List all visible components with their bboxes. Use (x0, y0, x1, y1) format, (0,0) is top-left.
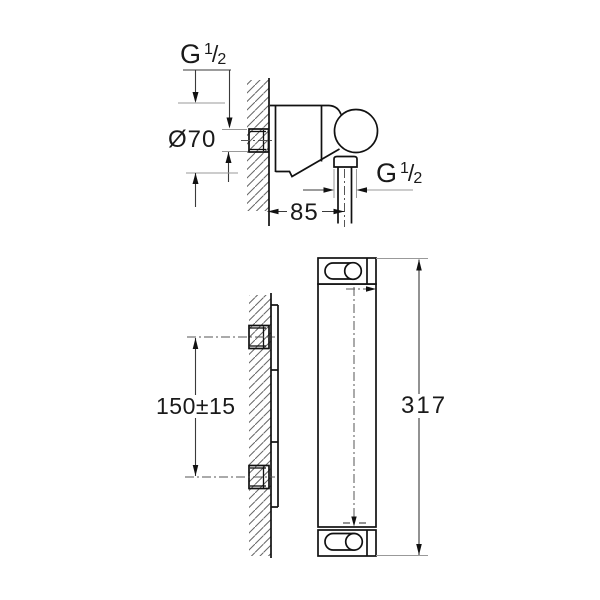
dimension-150-label: 150±15 (153, 395, 239, 418)
outlet-pipe (337, 167, 353, 227)
shower-holder-body (270, 104, 342, 178)
thread-denominator: 2 (413, 170, 423, 187)
outlet-collar (333, 155, 358, 168)
wall-section-bottom (249, 293, 272, 558)
thread-denominator: 2 (217, 51, 227, 68)
thread-numerator: 1 (204, 41, 213, 58)
dim-thread-outlet (303, 169, 413, 198)
bottom-drawing (185, 257, 428, 558)
thread-prefix: G (180, 39, 202, 69)
dim-thread-top (183, 69, 247, 182)
top-drawing (178, 69, 413, 227)
thread-numerator: 1 (400, 160, 409, 177)
body-centerline (343, 286, 376, 527)
thread-prefix: G (376, 158, 398, 188)
fraction-slash: / (211, 41, 219, 67)
volume-handle (317, 529, 377, 557)
wall-union-fitting-top (241, 128, 275, 153)
temperature-handle (317, 257, 377, 285)
fraction-slash: / (407, 160, 415, 186)
thermostat-body (317, 283, 377, 528)
diameter-label: Ø70 (168, 126, 217, 153)
dimension-317-label: 317 (398, 394, 451, 418)
escutcheons-edge (271, 304, 279, 508)
dim-diameter-70 (178, 102, 238, 207)
dimension-85-label: 85 (287, 201, 322, 225)
holder-knob (333, 108, 379, 154)
